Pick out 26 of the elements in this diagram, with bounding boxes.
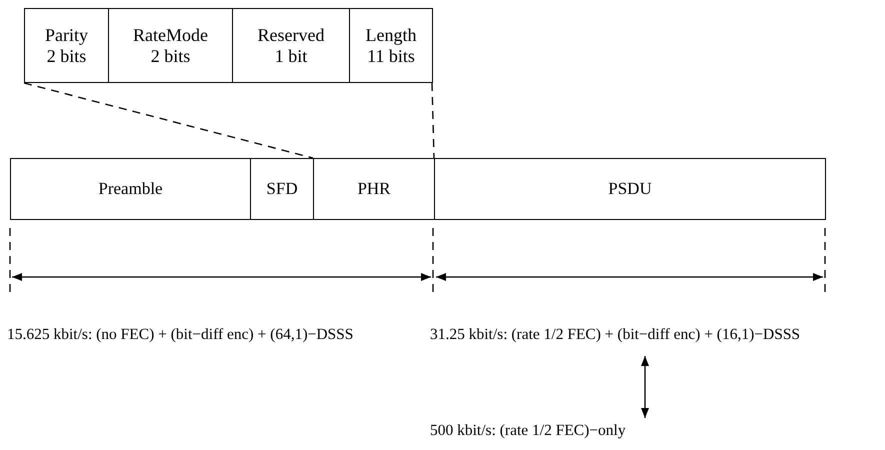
field-name: PHR [357, 179, 391, 199]
projection-line [431, 82, 435, 158]
field-size: 11 bits [367, 46, 415, 66]
field-size: 1 bit [274, 46, 308, 66]
field-size: 2 bits [46, 46, 86, 66]
field-name: Parity [45, 24, 88, 46]
field-name: Length [366, 24, 416, 46]
header-field-cell [349, 8, 433, 83]
data-rate-text: 500 kbit/s: (rate 1/2 FEC)−only [430, 422, 626, 440]
header-field-cell [24, 8, 109, 83]
projection-line [24, 82, 314, 159]
field-name: PSDU [608, 179, 652, 199]
field-size: 2 bits [150, 46, 190, 66]
field-name: RateMode [133, 24, 208, 46]
double-arrow [641, 356, 649, 418]
data-rate-text: 15.625 kbit/s: (no FEC) + (bit−diff enc) + (64,1)−DSSS [7, 326, 354, 344]
frame-field-cell [10, 158, 251, 220]
field-name: SFD [266, 179, 298, 199]
frame-field-cell [313, 158, 435, 220]
data-rate-text: 31.25 kbit/s: (rate 1/2 FEC) + (bit−diff enc) + (16,1)−DSSS [430, 326, 800, 344]
frame-field-cell [434, 158, 826, 220]
header-field-cell [232, 8, 350, 83]
header-field-cell [108, 8, 233, 83]
field-name: Reserved [258, 24, 324, 46]
frame-field-cell [250, 158, 314, 220]
field-name: Preamble [98, 179, 163, 199]
